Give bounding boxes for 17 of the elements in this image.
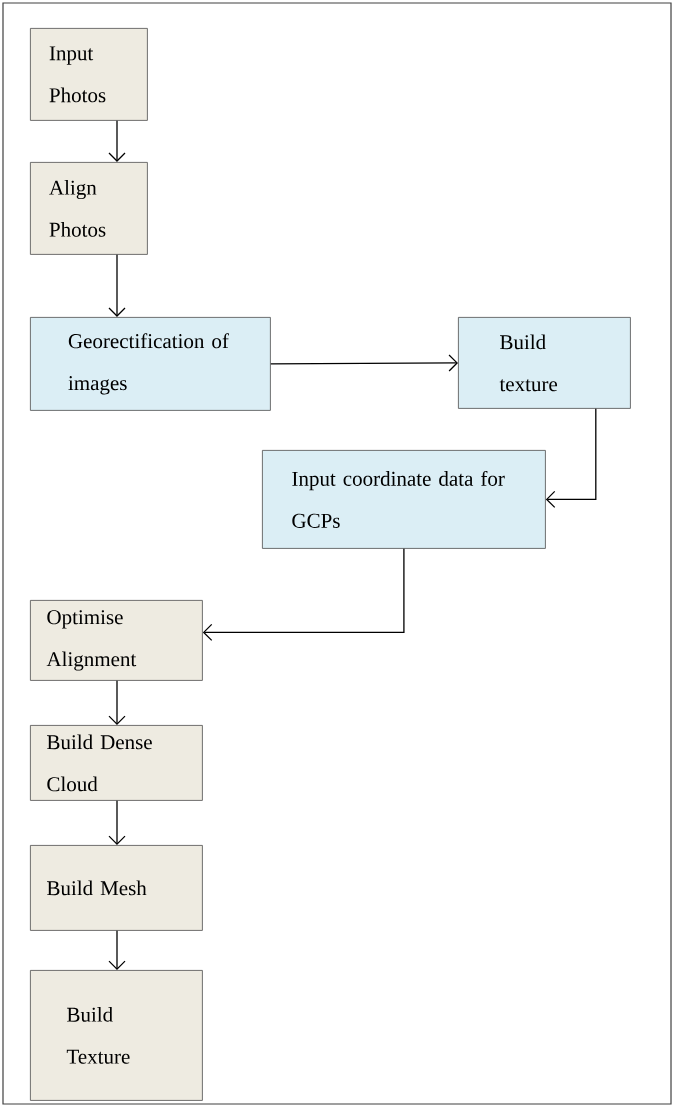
process-box: Build Mesh — [30, 845, 203, 931]
arrow — [108, 254, 126, 317]
arrow — [108, 930, 126, 970]
process-box: Input Photos — [30, 28, 148, 121]
process-box: Optimise Alignment — [30, 600, 203, 681]
process-box: Build Dense Cloud — [30, 725, 203, 801]
arrow — [202, 548, 405, 642]
process-box: Build Texture — [30, 970, 203, 1101]
arrow — [270, 354, 458, 372]
arrow — [545, 408, 597, 509]
arrow — [108, 680, 126, 725]
process-box: Align Photos — [30, 162, 148, 255]
process-box: Georectification of images — [30, 317, 271, 411]
process-box: Build texture — [458, 317, 631, 409]
arrow — [108, 800, 126, 845]
arrow — [108, 120, 126, 162]
process-box: Input coordinate data for GCPs — [262, 450, 546, 549]
